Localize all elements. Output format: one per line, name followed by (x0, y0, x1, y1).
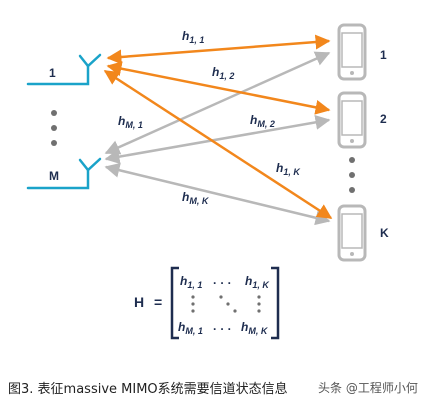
phone-1-label: 1 (380, 48, 387, 62)
matrix-name: H (134, 294, 144, 310)
label-hMK: hM, K (182, 190, 210, 206)
phone-2-icon (337, 91, 367, 149)
matrix-equals: = (154, 294, 162, 310)
matrix-vdots-right (257, 295, 261, 313)
watermark-text: 头条 @工程师小何 (318, 381, 418, 395)
matrix-vdots-left (191, 295, 195, 313)
phone-1-icon (337, 23, 367, 81)
phone-2-label: 2 (380, 112, 387, 126)
antenna-1-icon (26, 53, 102, 86)
link-h1K (103, 69, 333, 220)
phone-ellipsis (349, 157, 355, 193)
label-h1K: h1, K (276, 161, 301, 177)
label-hM2: hM, 2 (250, 113, 275, 129)
antenna-M-label: M (49, 169, 59, 183)
matrix-top-right: h1, K (245, 274, 270, 290)
antenna-1-label: 1 (49, 66, 56, 80)
antenna-M-icon (26, 157, 102, 190)
matrix-top-hdots: · · · (213, 276, 232, 290)
matrix-bottom-right: hM, K (241, 320, 269, 336)
figure-caption: 图3. 表征massive MIMO系统需要信道状态信息 (8, 382, 288, 397)
matrix-top-left: h1, 1 (180, 274, 202, 290)
phone-K-icon (337, 204, 367, 262)
link-h11 (106, 34, 331, 65)
antenna-ellipsis (51, 110, 57, 146)
label-h12: h1, 2 (212, 65, 234, 81)
matrix-bottom-hdots: · · · (213, 322, 232, 336)
matrix-bottom-left: hM, 1 (178, 320, 203, 336)
label-h11: h1, 1 (182, 29, 204, 45)
matrix-ddots (219, 295, 237, 313)
orange-links (103, 34, 333, 220)
phone-K-label: K (380, 226, 389, 240)
matrix-brackets (170, 266, 280, 340)
label-hM1: hM, 1 (118, 114, 143, 130)
